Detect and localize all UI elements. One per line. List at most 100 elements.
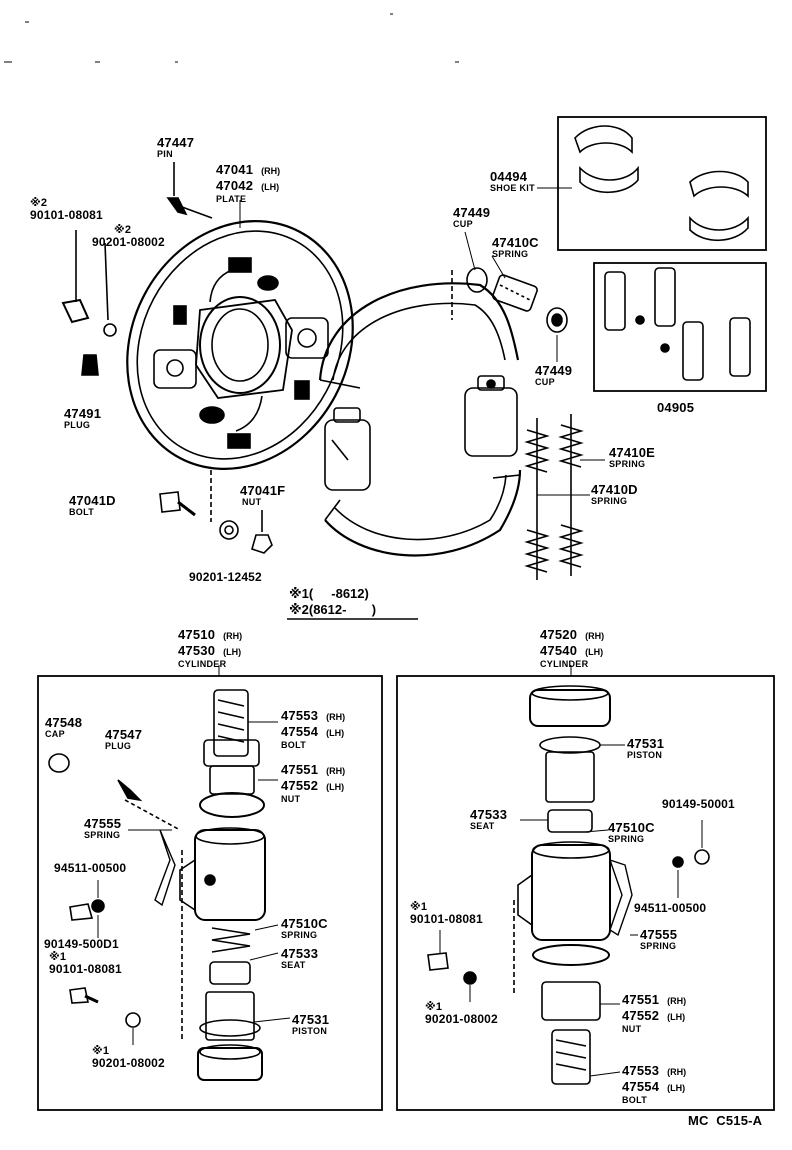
part-name: SPRING: [492, 249, 529, 259]
part-number: 47554: [622, 1079, 660, 1094]
part-number: 90201-08002: [425, 1012, 498, 1026]
scan-specks: [4, 13, 459, 63]
brake-shoes-drawing: [318, 282, 522, 557]
note-mark: ※2: [30, 197, 48, 209]
part-name: SPRING: [640, 941, 677, 951]
part-name: NUT: [281, 794, 301, 804]
label-r-90201: ※1 90201-08002: [425, 1002, 498, 1026]
cylinder-kit-box-drawing: [593, 262, 767, 392]
part-name: CYLINDER: [540, 659, 589, 669]
label-l-47553: 47553(RH) 47554(LH) BOLT: [281, 708, 345, 750]
leader-lines-top: [239, 187, 605, 496]
backing-plate-drawing: [126, 220, 354, 470]
part-name: PLATE: [216, 194, 247, 204]
cups-springs-drawing: [451, 267, 568, 333]
part-number: 47510: [178, 627, 216, 642]
part-name: CYLINDER: [178, 659, 227, 669]
label-47410E: 47410E SPRING: [609, 446, 655, 469]
side-rh: (RH): [326, 712, 346, 722]
note-2: ※2(8612- ): [289, 602, 377, 617]
label-r-47553: 47553(RH) 47554(LH) BOLT: [622, 1063, 686, 1105]
right-cylinder-box-drawing: [396, 665, 775, 1111]
part-name: PISTON: [292, 1026, 328, 1036]
part-number: 47510C: [608, 820, 655, 835]
part-number: 47554: [281, 724, 319, 739]
label-right-cylinder: 47520(RH) 47540(LH) CYLINDER: [540, 627, 604, 669]
leader-lines-lower: [97, 721, 703, 1077]
label-47449-top: 47449 CUP: [453, 206, 490, 229]
label-l-47533: 47533 SEAT: [281, 947, 318, 970]
part-number: 04494: [490, 169, 528, 184]
part-number: 90101-08081: [30, 208, 103, 222]
part-number: 47531: [627, 736, 665, 751]
side-lh: (LH): [667, 1083, 686, 1093]
note-mark: ※2: [114, 224, 132, 236]
part-number: 47531: [292, 1012, 330, 1027]
part-number: 47555: [84, 816, 122, 831]
applicability-notes: ※1( -8612) ※2(8612- ): [289, 587, 376, 616]
label-47547: 47547 PLUG: [105, 728, 142, 751]
note-mark: ※1: [49, 951, 67, 963]
part-number: 90201-08002: [92, 1056, 165, 1070]
part-name: PLUG: [64, 420, 91, 430]
part-number: 47410E: [609, 445, 656, 460]
part-number: 47551: [622, 992, 660, 1007]
part-name: PIN: [157, 149, 173, 159]
shoe-kit-box-drawing: [557, 116, 767, 251]
side-lh: (LH): [667, 1012, 686, 1022]
side-lh: (LH): [261, 182, 280, 192]
label-47041F: 47041F NUT: [240, 484, 285, 507]
part-name: CUP: [453, 219, 473, 229]
part-number: 94511-00500: [634, 901, 707, 915]
part-name: BOLT: [69, 507, 95, 517]
return-springs-drawing: [524, 414, 584, 580]
label-04905: 04905: [657, 401, 694, 414]
wheel-cylinder-assembled-drawing: [324, 375, 518, 491]
part-number: 47551: [281, 762, 319, 777]
side-rh: (RH): [667, 996, 687, 1006]
label-r-47555: 47555 SPRING: [640, 928, 677, 951]
label-r-47551: 47551(RH) 47552(LH) NUT: [622, 992, 686, 1034]
part-number: 47510C: [281, 916, 328, 931]
part-number: 90101-08081: [410, 912, 483, 926]
label-47410C-top: 47410C SPRING: [492, 236, 539, 259]
label-r-90101: ※1 90101-08081: [410, 902, 483, 926]
part-name: SPRING: [84, 830, 121, 840]
side-rh: (RH): [261, 166, 281, 176]
label-r-94511: 94511-00500: [634, 902, 706, 914]
part-name: SPRING: [591, 496, 628, 506]
label-l-47510C: 47510C SPRING: [281, 917, 328, 940]
part-name: BOLT: [281, 740, 307, 750]
label-47410D: 47410D SPRING: [591, 483, 638, 506]
part-number: 90101-08081: [49, 962, 122, 976]
label-47041D: 47041D BOLT: [69, 494, 116, 517]
part-number: 47042: [216, 178, 254, 193]
part-number: 47552: [622, 1008, 660, 1023]
label-left-cylinder: 47510(RH) 47530(LH) CYLINDER: [178, 627, 242, 669]
side-lh: (LH): [223, 647, 242, 657]
side-rh: (RH): [326, 766, 346, 776]
label-47548: 47548 CAP: [45, 716, 82, 739]
part-number: 04905: [657, 400, 695, 415]
label-90101-top: ※2 90101-08081: [30, 197, 103, 222]
label-47447: 47447 PIN: [157, 136, 194, 159]
label-r-47531: 47531 PISTON: [627, 737, 664, 760]
part-number: 47555: [640, 927, 678, 942]
part-number: 47540: [540, 643, 578, 658]
part-name: BOLT: [622, 1095, 648, 1105]
left-cylinder-box-drawing: [37, 665, 383, 1111]
part-number: 47449: [535, 363, 573, 378]
side-rh: (RH): [667, 1067, 687, 1077]
part-number: 47041D: [69, 493, 116, 508]
part-number: 90149-500D1: [44, 937, 119, 951]
part-name: NUT: [242, 497, 262, 507]
part-number: 47547: [105, 727, 143, 742]
label-l-47555: 47555 SPRING: [84, 817, 121, 840]
part-number: 47041: [216, 162, 254, 177]
part-number: 47553: [281, 708, 319, 723]
part-number: 94511-00500: [54, 861, 127, 875]
part-number: 90201-12452: [189, 570, 262, 584]
drawing-code: MC C515-A: [688, 1113, 763, 1128]
label-r-47533: 47533 SEAT: [470, 808, 507, 831]
